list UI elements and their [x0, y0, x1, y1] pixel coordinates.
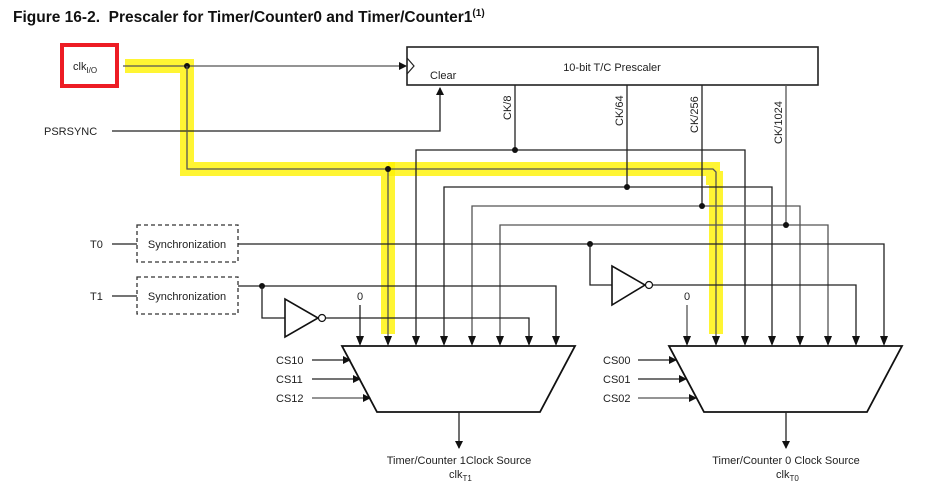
footnote-ref: (1) — [472, 8, 485, 19]
ck256-bus — [471, 205, 801, 344]
cs10-label: CS10 — [276, 355, 304, 367]
cs02-label: CS02 — [603, 393, 631, 405]
t1-inverter-in-wire — [261, 286, 285, 319]
prescaler-taps: CK/8 CK/64 CK/256 CK/1024 — [502, 85, 787, 225]
mux-input-arrowhead — [496, 336, 504, 346]
prescaler-clear-label: Clear — [430, 70, 457, 82]
psrsync-label: PSRSYNC — [44, 126, 97, 138]
junction-dot — [512, 147, 518, 153]
inverter-bubble — [644, 280, 654, 290]
mux-input-arrows — [356, 336, 888, 346]
mux-input-arrowhead — [852, 336, 860, 346]
clk-t1-label: clkT1 — [449, 469, 472, 483]
figure-number: Figure 16-2. — [13, 9, 100, 26]
t0-label: T0 — [90, 239, 103, 251]
clk-io-label: clkI/O — [73, 61, 97, 75]
t1-inverter-out-wire — [326, 317, 530, 344]
mux1-zero-label: 0 — [357, 291, 363, 303]
clk-io-highlight-box — [60, 43, 119, 88]
tap-ck1024-label: CK/1024 — [773, 101, 785, 144]
junction-dot — [699, 203, 705, 209]
t0-sync-out-wire — [238, 243, 885, 344]
prescaler-label: 10-bit T/C Prescaler — [563, 62, 661, 74]
mux-input-arrowhead — [768, 336, 776, 346]
mux-t0 — [667, 345, 904, 413]
mux-input-arrowhead — [824, 336, 832, 346]
mux-input-arrowhead — [412, 336, 420, 346]
ck64-bus — [443, 186, 773, 344]
t0-inverter-icon — [611, 264, 647, 307]
t1-sync-label: Synchronization — [148, 291, 226, 303]
t0-inverter-in-wire — [589, 244, 612, 286]
figure-title: Figure 16-2. Prescaler for Timer/Counter… — [13, 8, 485, 27]
mux-input-arrowhead — [712, 336, 720, 346]
mux-input-arrowhead — [525, 336, 533, 346]
t1-sync-out-wire — [238, 285, 557, 344]
mux-t1 — [340, 345, 577, 413]
highlight-clk-to-mux0 — [388, 162, 723, 334]
clk-direct-wire — [186, 66, 717, 344]
tap-buses — [415, 147, 829, 344]
t1-inverter-icon — [284, 297, 320, 339]
figure-title-text: Prescaler for Timer/Counter0 and Timer/C… — [108, 9, 473, 26]
junction-dot — [624, 184, 630, 190]
t0-inverter-out-wire — [653, 284, 857, 344]
inverter-bubble — [317, 313, 327, 323]
mux-input-arrowhead — [683, 336, 691, 346]
cs00-label: CS00 — [603, 355, 631, 367]
cs01-label: CS01 — [603, 374, 631, 386]
cs11-label: CS11 — [276, 374, 303, 386]
t0-sync-label: Synchronization — [148, 239, 226, 251]
mux-input-arrowhead — [552, 336, 560, 346]
ck8-bus — [415, 149, 746, 344]
clock-input-symbol — [406, 57, 415, 75]
tap-ck256-label: CK/256 — [689, 96, 701, 133]
junction-dot — [783, 222, 789, 228]
mux-input-arrowhead — [880, 336, 888, 346]
mux1-output-label: Timer/Counter 1Clock Source — [387, 455, 531, 467]
tap-ck8-label: CK/8 — [502, 96, 514, 120]
mux-input-arrowhead — [356, 336, 364, 346]
tap-ck64-label: CK/64 — [614, 95, 626, 126]
prescaler-block — [406, 46, 819, 86]
t1-sync-block — [136, 276, 239, 315]
t1-label: T1 — [90, 291, 103, 303]
cs12-label: CS12 — [276, 393, 304, 405]
mux-input-arrowhead — [440, 336, 448, 346]
mux-input-arrowhead — [741, 336, 749, 346]
clk-t0-label: clkT0 — [776, 469, 799, 483]
mux-input-arrowhead — [384, 336, 392, 346]
mux0-zero-label: 0 — [684, 291, 690, 303]
mux0-output-label: Timer/Counter 0 Clock Source — [712, 455, 860, 467]
mux-input-arrowhead — [796, 336, 804, 346]
junction-dot — [385, 166, 391, 172]
mux-input-arrowhead — [468, 336, 476, 346]
psrsync-wire — [112, 87, 444, 132]
